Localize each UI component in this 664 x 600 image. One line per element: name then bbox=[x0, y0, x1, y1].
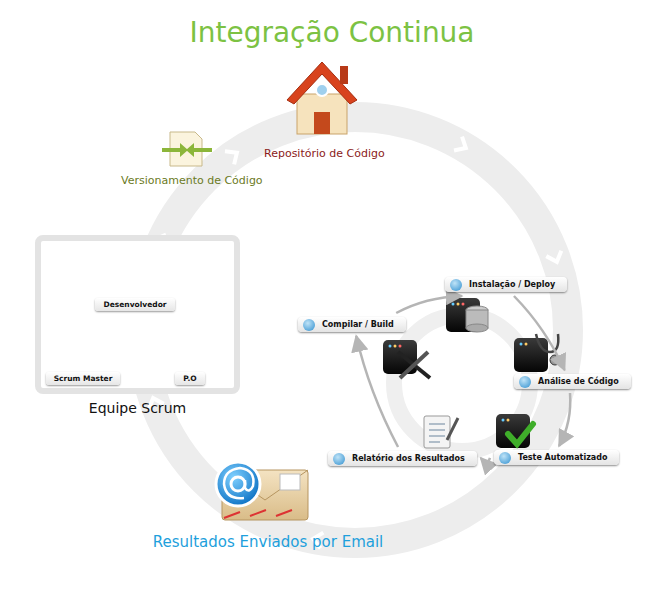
step-bullet bbox=[519, 376, 531, 388]
step-bullet bbox=[303, 319, 315, 331]
ring-chevron bbox=[546, 251, 561, 262]
test-icon bbox=[496, 414, 533, 448]
deploy-icon bbox=[446, 298, 488, 332]
ring-chevron bbox=[225, 151, 237, 164]
role-tag: Desenvolvedor bbox=[95, 298, 174, 311]
icon-label: Resultados Enviados por Email bbox=[153, 533, 384, 551]
step-bullet bbox=[450, 279, 462, 291]
box-label: Relatório dos Resultados bbox=[352, 454, 465, 463]
icon-label: Repositório de Código bbox=[264, 147, 385, 160]
step-bullet bbox=[499, 452, 511, 464]
team-frame bbox=[35, 235, 240, 394]
team-box: Equipe Scrum DesenvolvedorScrum Master P.O bbox=[35, 235, 240, 425]
house-icon bbox=[287, 62, 357, 134]
step-box: Teste Automatizado bbox=[494, 450, 619, 465]
box-label: Teste Automatizado bbox=[518, 453, 607, 462]
build-icon bbox=[383, 340, 430, 378]
flow-arrow bbox=[481, 458, 490, 462]
inner-ring bbox=[394, 315, 530, 451]
box-label: Desenvolvedor bbox=[103, 300, 166, 309]
step-box: Compilar / Build bbox=[298, 317, 406, 332]
versioning-label: Versionamento de Código bbox=[121, 174, 263, 187]
flow-arrow bbox=[559, 393, 570, 446]
box-label: Instalação / Deploy bbox=[469, 280, 555, 289]
analysis-icon bbox=[514, 334, 560, 372]
box-label: P.O bbox=[183, 374, 196, 383]
step-box: Análise de Código bbox=[514, 374, 631, 389]
box-label: Compilar / Build bbox=[322, 320, 394, 329]
role-tag: Scrum Master bbox=[46, 372, 121, 385]
team-heading: Equipe Scrum bbox=[35, 400, 240, 416]
ring-chevron bbox=[454, 137, 466, 151]
box-label: Scrum Master bbox=[54, 374, 113, 383]
icon-label: Versionamento de Código bbox=[121, 174, 263, 187]
flow-arrow bbox=[356, 336, 398, 447]
diagram-title: Integração Continua bbox=[0, 16, 664, 49]
report-icon bbox=[424, 416, 458, 448]
email-icon bbox=[216, 462, 308, 520]
step-box: Relatório dos Resultados bbox=[328, 451, 477, 466]
role-tag: P.O bbox=[175, 372, 204, 385]
flow-arrow bbox=[514, 296, 565, 370]
step-box: Instalação / Deploy bbox=[445, 277, 567, 292]
repository-label: Repositório de Código bbox=[264, 147, 385, 160]
versioning-icon bbox=[162, 132, 212, 166]
step-bullet bbox=[333, 453, 345, 465]
email-label: Resultados Enviados por Email bbox=[153, 533, 384, 551]
flow-arrow bbox=[396, 296, 462, 313]
box-label: Análise de Código bbox=[538, 377, 619, 386]
